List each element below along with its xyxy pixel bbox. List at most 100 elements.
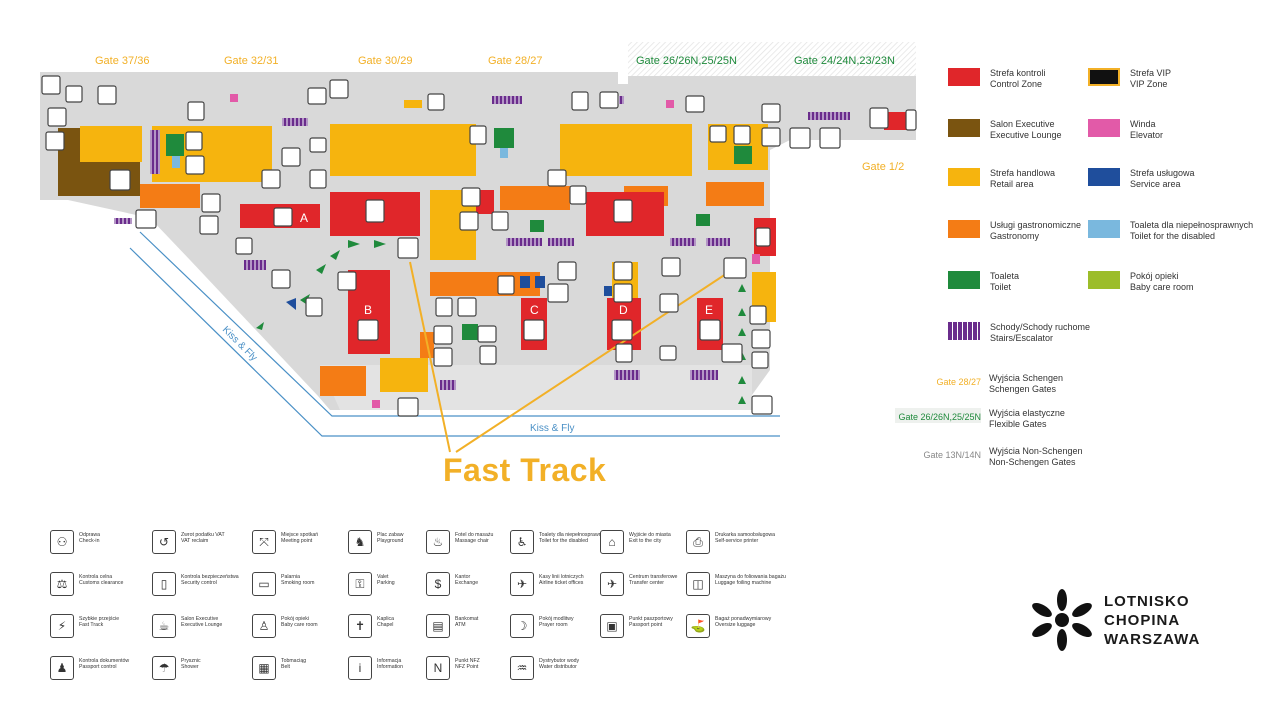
icon-legend-en: NFZ Point <box>455 664 479 671</box>
baby-care-icon <box>733 125 751 145</box>
airport-logo: LOTNISKO CHOPINA WARSZAWA <box>1032 588 1200 652</box>
stairs <box>690 370 718 380</box>
legend-swatch <box>1088 68 1120 86</box>
security-control-icon <box>613 199 633 223</box>
zone-letter-c: C <box>530 303 539 317</box>
icon-legend-en: Airline ticket offices <box>539 580 584 587</box>
ticket-office-icon: ✈ <box>510 572 534 596</box>
icon-legend-en: ATM <box>455 622 466 629</box>
icon-legend-en: Water distributor <box>539 664 577 671</box>
icon-legend-en: Exchange <box>455 580 479 587</box>
executive-lounge-icon <box>109 169 131 191</box>
passport-point-icon: ▣ <box>600 614 624 638</box>
icon-legend-en: Belt <box>281 664 290 671</box>
icon-legend-en: Luggage foiling machine <box>715 580 772 587</box>
shower-icon: ☂ <box>152 656 176 680</box>
gate-label: Gate 30/29 <box>358 55 412 67</box>
water-distributor-icon: ♒ <box>510 656 534 680</box>
baby-care-icon <box>491 211 509 231</box>
icon-legend-en: Check-in <box>79 538 100 545</box>
exchange-icon <box>459 211 479 231</box>
stairs <box>670 238 696 246</box>
icon-legend-en: Passport control <box>79 664 117 671</box>
legend-label-pl: Pokój opieki <box>1130 271 1179 281</box>
passport-control-icon <box>357 319 379 341</box>
fast-track-icon <box>905 109 917 131</box>
gastronomy-area <box>500 186 570 210</box>
icon-legend-pl: Kontrola celna <box>79 574 113 580</box>
baby-care-icon: ♙ <box>252 614 276 638</box>
icon-legend-en: Information <box>377 664 403 671</box>
retail-area <box>380 358 428 392</box>
legend-label-pl: Usługi gastronomiczne <box>990 220 1082 230</box>
retail-area <box>560 124 692 176</box>
icon-legend-pl: Dystrybutor wody <box>539 658 580 664</box>
gate-legend-en: Non-Schengen Gates <box>989 457 1076 467</box>
gate-label: Gate 1/2 <box>862 161 904 173</box>
icon-legend-en: Parking <box>377 580 395 587</box>
legend-swatch <box>948 68 980 86</box>
luggage-icon <box>309 137 327 153</box>
smoking-room-icon: ▭ <box>252 572 276 596</box>
icon-legend-en: Meeting point <box>281 538 313 545</box>
nfz-icon <box>547 283 569 303</box>
legend-swatch <box>1088 168 1120 186</box>
legend-swatch <box>1088 119 1120 137</box>
security-control-icon <box>755 227 771 247</box>
toilet-area <box>166 134 184 156</box>
icon-legend-pl: Toalety dla niepełnosprawnych <box>539 532 610 538</box>
exit-city-icon: ⌂ <box>600 530 624 554</box>
fast-track-label: Fast Track <box>443 452 607 488</box>
executive-lounge-icon: ☕ <box>152 614 176 638</box>
icon-legend-pl: Prysznic <box>181 658 201 664</box>
legend-label-en: Toilet for the disabled <box>1130 231 1216 241</box>
legend-label-pl: Salon Executive <box>990 119 1055 129</box>
luggage-foiling-icon: ◫ <box>686 572 710 596</box>
gate-label: Gate 37/36 <box>95 55 149 67</box>
icon-legend-pl: Wyjście do miasta <box>629 532 671 538</box>
valet-parking-icon: ⚿ <box>348 572 372 596</box>
service-area <box>535 276 545 288</box>
icon-legend-pl: Kaplica <box>377 616 395 622</box>
icon-legend-pl: Zwrot podatku VAT <box>181 532 225 538</box>
legend-label-en: Control Zone <box>990 79 1043 89</box>
icon-legend-pl: Pokój modlitwy <box>539 616 574 622</box>
legend-label-en: Executive Lounge <box>990 130 1062 140</box>
gate-legend-en: Flexible Gates <box>989 419 1047 429</box>
gastronomy-area <box>320 366 366 396</box>
icon-legend-pl: Punkt paszportowy <box>629 616 673 622</box>
passport-control-icon <box>699 319 721 341</box>
massage-chair-icon <box>685 95 705 113</box>
legend-label-pl: Strefa kontroli <box>990 68 1046 78</box>
legend-label-pl: Strefa VIP <box>1130 68 1172 78</box>
icon-legend-en: Chapel <box>377 622 394 629</box>
disabled-toilet-area <box>500 148 508 158</box>
icon-legend-pl: Kontrola dokumentów <box>79 658 130 664</box>
fast-track-pointer-right <box>455 269 733 453</box>
zone-letter-b: B <box>364 303 372 317</box>
fast-track-icon <box>723 257 747 279</box>
passport-point-icon <box>497 275 515 295</box>
left-luggage-icon: ▦ <box>252 656 276 680</box>
icon-legend-en: Transfer center <box>629 580 664 587</box>
transfer-center-icon <box>261 169 281 189</box>
icon-legend-en: Smoking room <box>281 580 315 587</box>
legend-swatch <box>1088 220 1120 238</box>
icon-legend-pl: Kontrola bezpieczeństwa <box>181 574 239 580</box>
